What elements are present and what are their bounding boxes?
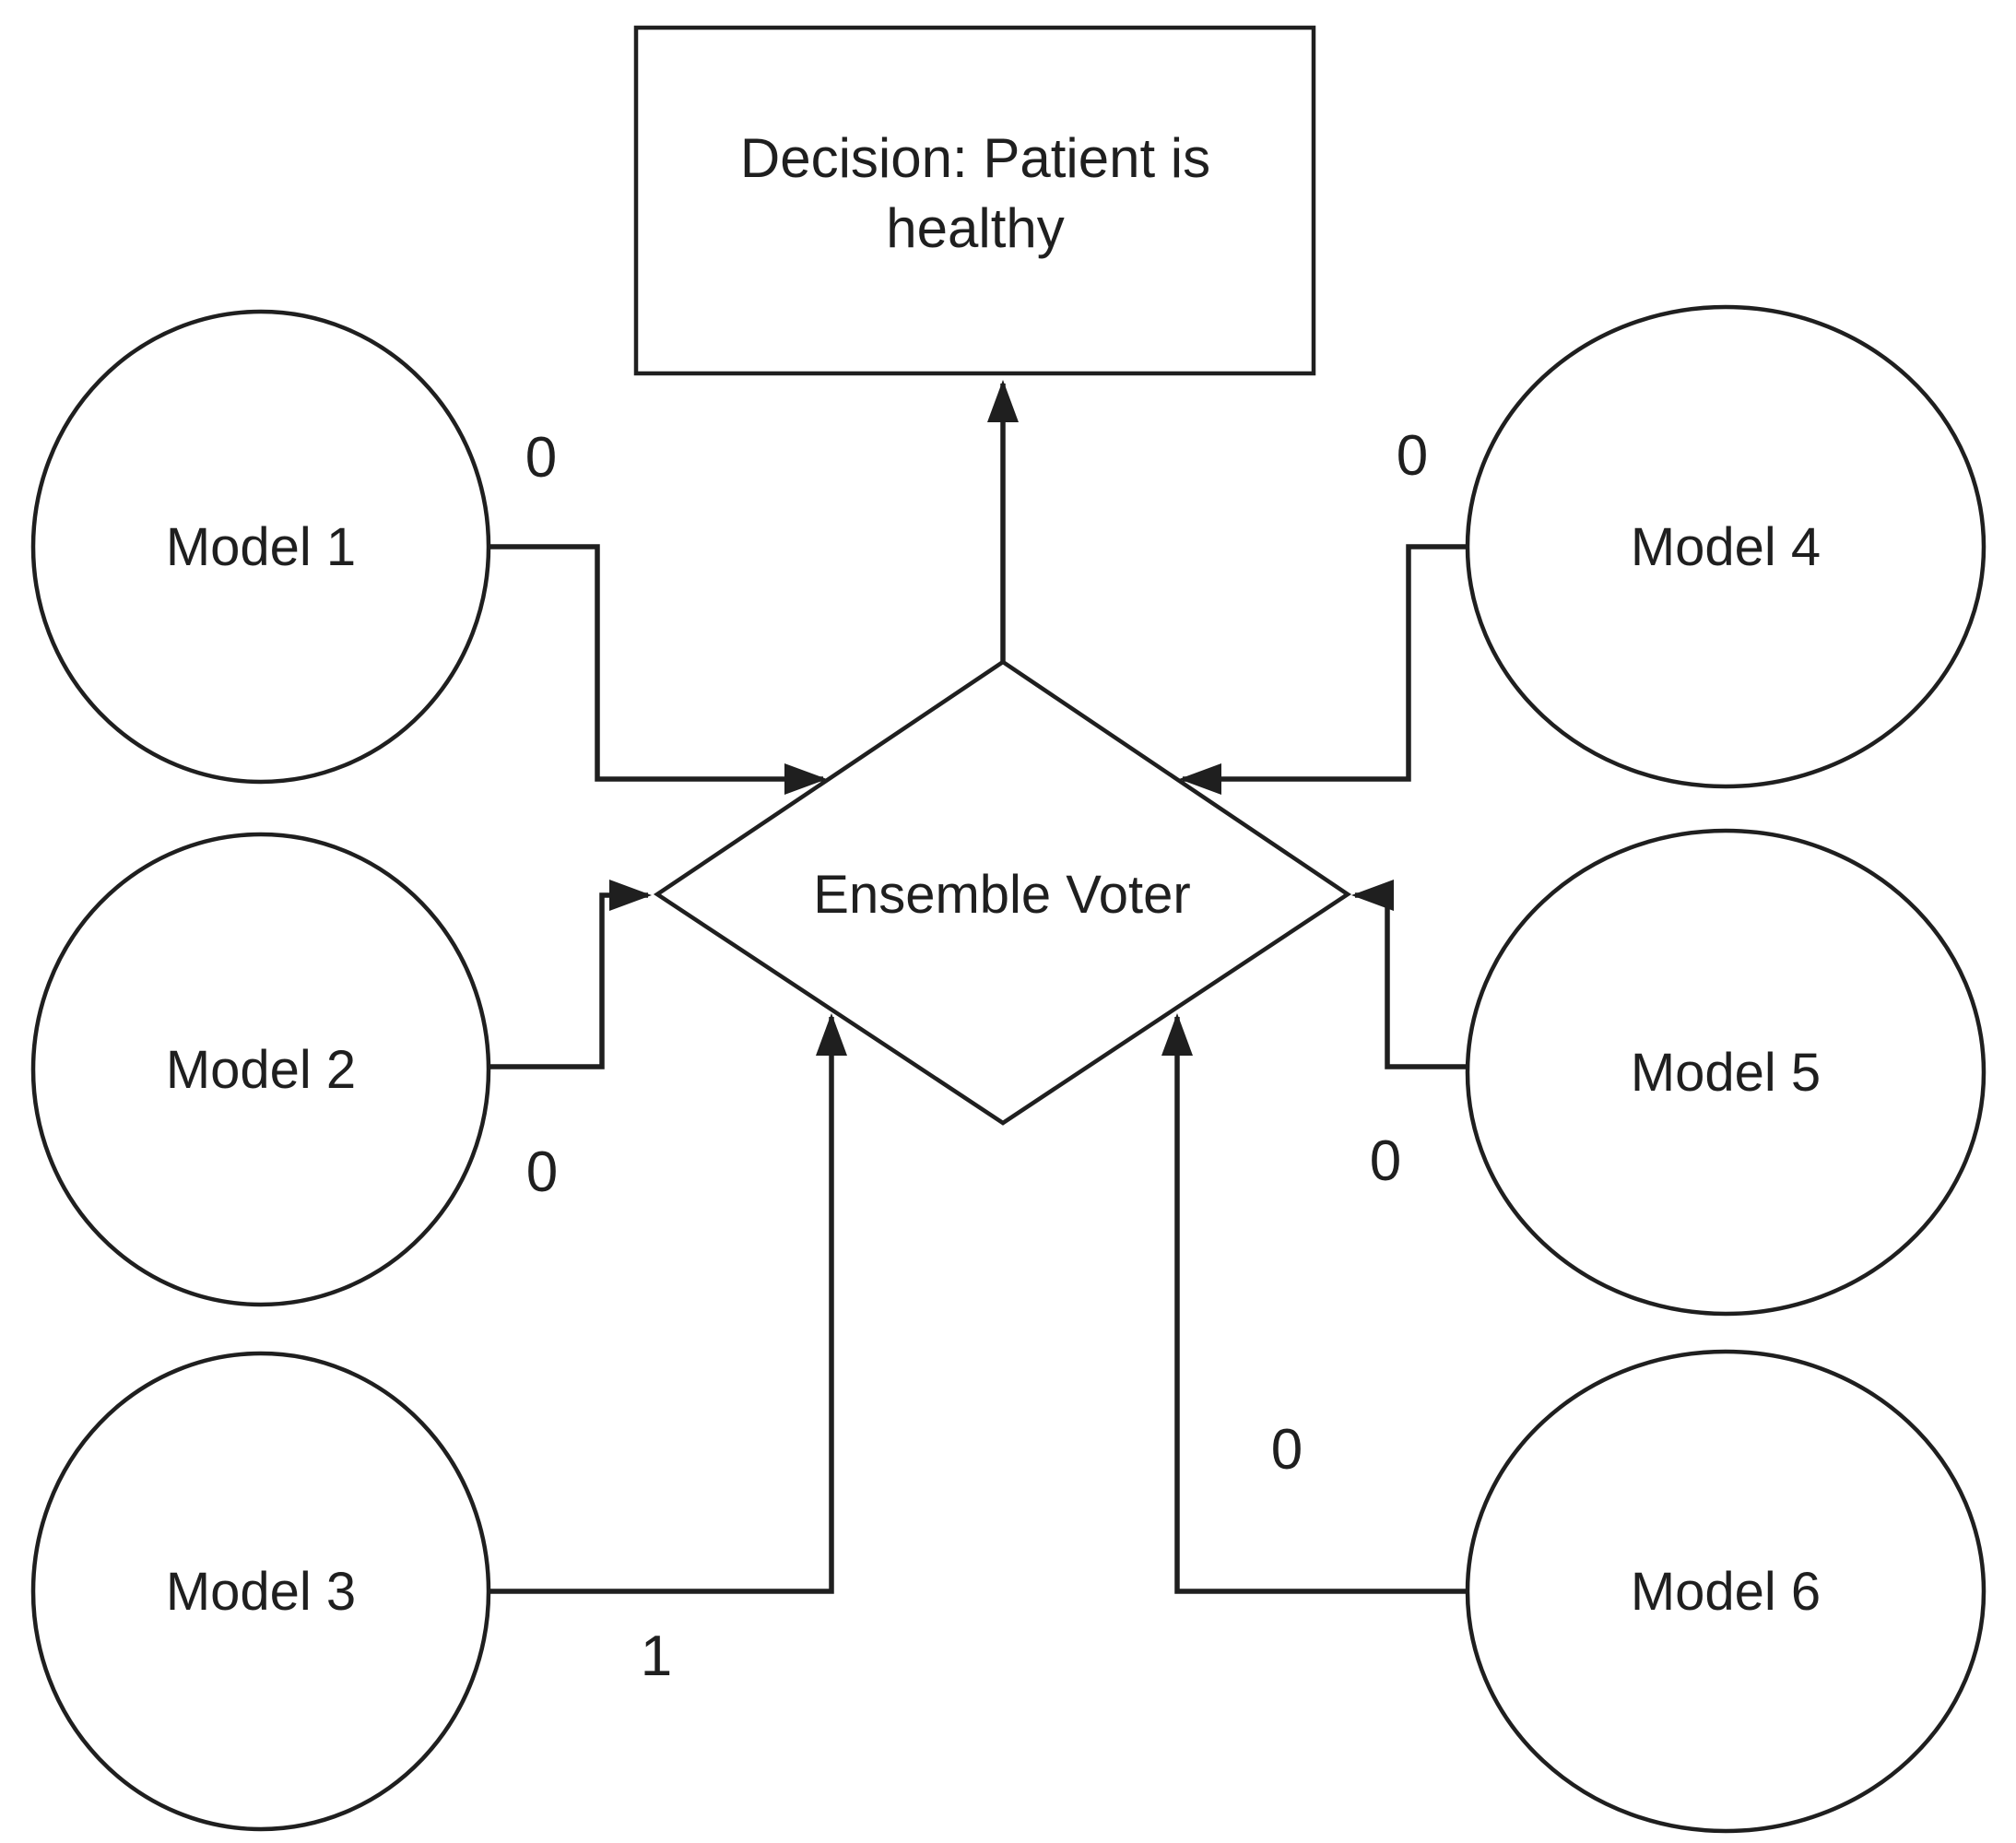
model-1-label: Model 1 (166, 517, 356, 577)
model-2-label: Model 2 (166, 1040, 356, 1100)
edge-model-1-to-voter (489, 544, 827, 795)
vote-label-model-6: 0 (1271, 1418, 1303, 1482)
model-3-node: Model 3 (30, 1351, 491, 1832)
edge-model-2-to-voter (489, 880, 652, 1069)
ensemble-voter-node: Ensemble Voter (653, 659, 1352, 1126)
model-4-node: Model 4 (1465, 304, 1987, 789)
decision-box (633, 25, 1316, 376)
model-6-circle (1465, 1349, 1987, 1834)
model-2-node: Model 2 (30, 832, 491, 1307)
ensemble-voter-label: Ensemble Voter (813, 865, 1190, 925)
edges-group (489, 380, 1468, 1594)
decision-label-line2: healthy (886, 197, 1064, 259)
model-6-node: Model 6 (1465, 1349, 1987, 1834)
model-1-node: Model 1 (30, 309, 491, 785)
model-1-circle (30, 309, 491, 785)
model-5-circle (1465, 828, 1987, 1317)
model-5-label: Model 5 (1631, 1043, 1821, 1103)
model-4-label: Model 4 (1631, 517, 1821, 577)
vote-label-model-4: 0 (1397, 424, 1428, 488)
edge-model-4-to-voter (1179, 544, 1468, 795)
decision-node: Decision: Patient is healthy (633, 25, 1316, 376)
model-2-circle (30, 832, 491, 1307)
edge-model-3-to-voter (489, 1013, 847, 1594)
vote-label-model-2: 0 (526, 1140, 558, 1204)
model-3-label: Model 3 (166, 1562, 356, 1622)
edge-model-5-to-voter (1351, 880, 1468, 1069)
model-3-circle (30, 1351, 491, 1832)
model-5-node: Model 5 (1465, 828, 1987, 1317)
model-6-label: Model 6 (1631, 1562, 1821, 1622)
vote-label-model-3: 1 (641, 1624, 672, 1688)
decision-label-line1: Decision: Patient is (740, 127, 1210, 189)
model-4-circle (1465, 304, 1987, 789)
ensemble-voter-diamond (653, 659, 1352, 1126)
vote-labels-group: 0 0 1 0 0 0 (525, 424, 1428, 1688)
vote-label-model-1: 0 (525, 426, 557, 490)
edge-model-6-to-voter (1161, 1013, 1468, 1594)
vote-label-model-5: 0 (1370, 1129, 1401, 1193)
